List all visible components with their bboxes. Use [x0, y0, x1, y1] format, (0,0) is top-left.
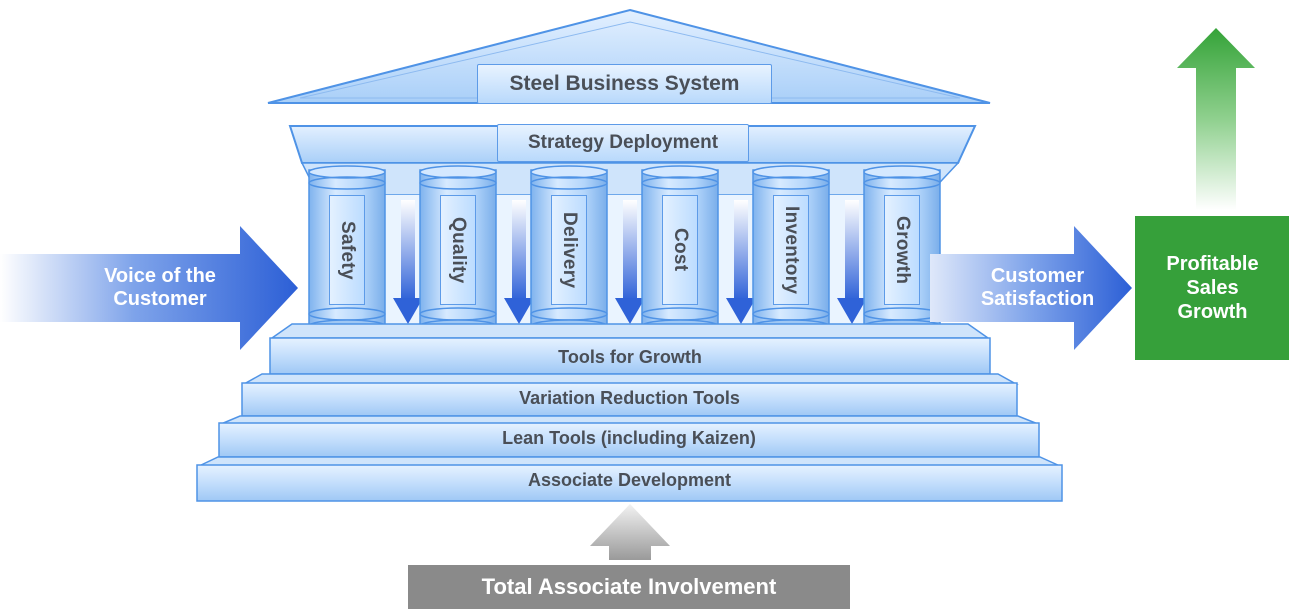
voice-of-customer-label: Voice of the Customer: [60, 258, 260, 318]
pillar-label: Quality: [448, 216, 469, 284]
voice-of-customer-arrow: [0, 226, 298, 350]
pillar-label: Cost: [670, 228, 691, 272]
pillar-delivery: Delivery: [551, 195, 587, 305]
growth-up-arrow: [1177, 28, 1255, 210]
pillar-label: Inventory: [781, 205, 802, 295]
voc-line-1: Voice of the: [104, 265, 216, 287]
pillar-safety: Safety: [329, 195, 365, 305]
pillar-label: Growth: [892, 215, 913, 285]
foundation-variation-reduction: Variation Reduction Tools: [519, 387, 740, 408]
foundation-lean-tools: Lean Tools (including Kaizen): [502, 427, 756, 448]
foundation-tools-for-growth: Tools for Growth: [558, 346, 702, 367]
involvement-up-arrow: [590, 504, 670, 560]
down-arrows: [393, 200, 867, 324]
strategy-deployment-label: Strategy Deployment: [497, 124, 749, 162]
pillar-quality: Quality: [440, 195, 476, 305]
pillar-cost: Cost: [662, 195, 698, 305]
total-associate-involvement-label: Total Associate Involvement: [481, 574, 777, 599]
foundation-steps: [196, 323, 1063, 502]
customer-satisfaction-arrow: [930, 226, 1132, 350]
profitable-sales-growth-box: [1135, 216, 1289, 360]
pillar-label: Delivery: [559, 211, 580, 289]
voc-line-2: Customer: [113, 288, 207, 310]
total-associate-involvement-box: [408, 565, 850, 609]
steel-business-system-label: Steel Business System: [477, 64, 772, 104]
psg-line-3: Growth: [1177, 301, 1248, 323]
pillar-growth: Growth: [884, 195, 920, 305]
cs-line-1: Customer: [990, 265, 1085, 287]
psg-line-1: Profitable: [1166, 253, 1259, 275]
psg-line-2: Sales: [1186, 277, 1239, 299]
foundation-associate-development: Associate Development: [527, 469, 732, 490]
pillar-label: Safety: [337, 220, 358, 280]
cs-line-2: Satisfaction: [980, 288, 1095, 310]
pillar-inventory: Inventory: [773, 195, 809, 305]
profitable-sales-growth-label: Profitable Sales Growth: [1135, 216, 1289, 360]
customer-satisfaction-label: Customer Satisfaction: [955, 258, 1120, 318]
